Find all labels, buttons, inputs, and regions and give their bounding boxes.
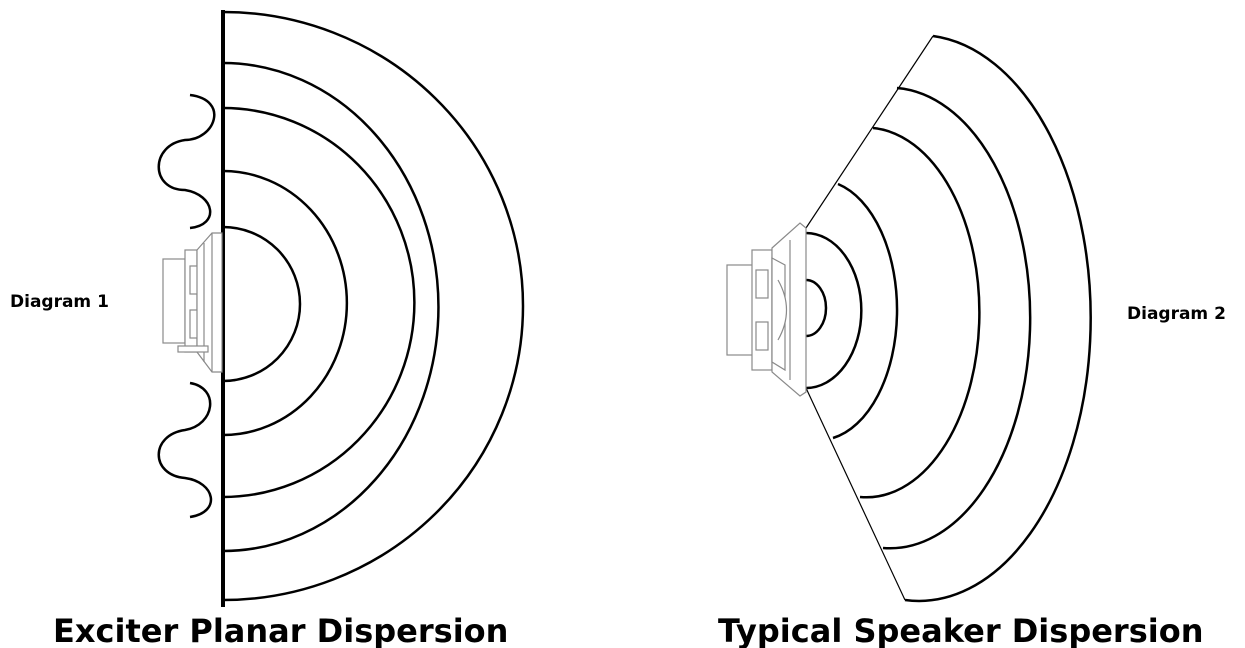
- diagram-1: Diagram 1 Exciter Planar Dispersion: [10, 10, 525, 648]
- cone-speaker-graphic: [726, 222, 807, 397]
- planar-wave-2: [222, 169, 349, 437]
- planar-wave-5: [222, 10, 525, 602]
- speaker-wave-4: [859, 126, 981, 499]
- diagram-1-label: Diagram 1: [10, 292, 109, 312]
- planar-wave-4: [222, 61, 440, 553]
- speaker-wave-2: [805, 231, 863, 390]
- speaker-wave-1: [805, 278, 828, 338]
- cone-boundary-lower: [805, 387, 906, 601]
- planar-wave-1: [222, 225, 302, 383]
- exciter-driver-graphic: [162, 232, 223, 373]
- speaker-wave-5: [882, 86, 1032, 550]
- planar-wavefronts: [222, 10, 525, 602]
- planar-wave-3: [222, 106, 416, 499]
- planar-back-ripple-upper: [157, 93, 216, 230]
- planar-back-ripple-lower: [157, 381, 212, 519]
- diagram-2: Diagram 2 Typical Speaker Dispersion: [718, 34, 1226, 648]
- diagram-2-label: Diagram 2: [1127, 304, 1226, 324]
- diagram-2-caption: Typical Speaker Dispersion: [718, 612, 1203, 648]
- speaker-wave-3: [832, 182, 899, 440]
- speaker-wave-6: [904, 34, 1093, 603]
- diagram-1-caption: Exciter Planar Dispersion: [53, 612, 508, 648]
- cone-boundary-upper: [805, 35, 934, 229]
- speaker-wavefronts: [805, 34, 1093, 603]
